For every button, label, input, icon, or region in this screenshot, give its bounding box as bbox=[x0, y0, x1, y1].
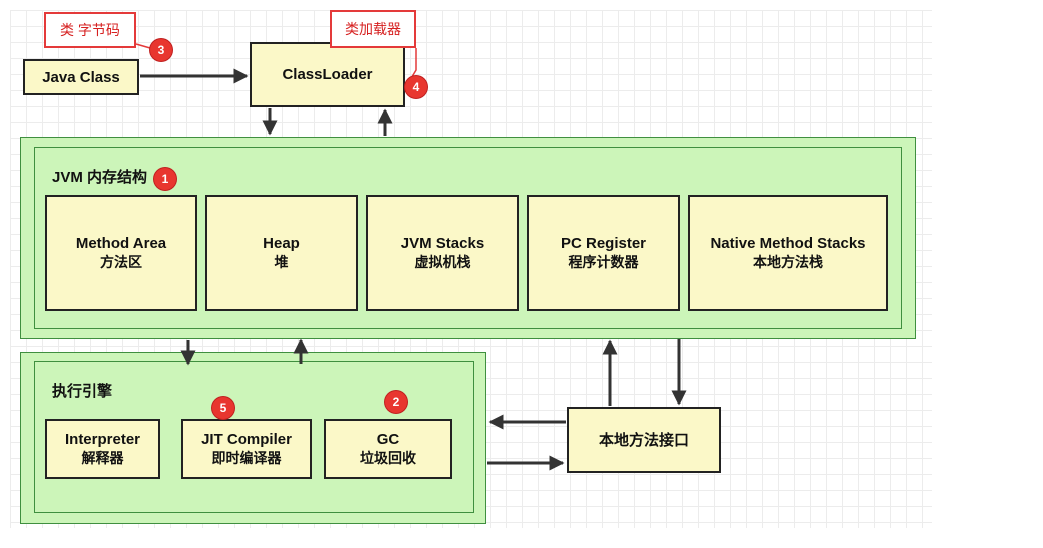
jit-compiler-sublabel: 即时编译器 bbox=[211, 450, 282, 466]
native-method-stacks-label: Native Method Stacks bbox=[710, 235, 866, 252]
method-area-sublabel: 方法区 bbox=[100, 254, 142, 270]
heap-node[interactable]: Heap 堆 bbox=[205, 195, 358, 311]
java-class-node[interactable]: Java Class bbox=[23, 59, 139, 95]
tag-bytecode-text: 类 字节码 bbox=[60, 22, 120, 38]
badge-3-text: 3 bbox=[157, 43, 165, 57]
badge-2: 2 bbox=[385, 391, 407, 413]
jvm-memory-title: JVM 内存结构 bbox=[52, 169, 148, 186]
method-area-node[interactable]: Method Area 方法区 bbox=[45, 195, 197, 311]
method-area-label: Method Area bbox=[75, 235, 167, 252]
badge-1: 1 bbox=[154, 168, 176, 190]
jit-compiler-node[interactable]: JIT Compiler 即时编译器 bbox=[181, 419, 312, 479]
pc-register-label: PC Register bbox=[560, 235, 647, 252]
jvm-stacks-label: JVM Stacks bbox=[400, 235, 485, 252]
native-method-stacks-node[interactable]: Native Method Stacks 本地方法栈 bbox=[688, 195, 888, 311]
badge-5-text: 5 bbox=[219, 401, 227, 415]
pc-register-node[interactable]: PC Register 程序计数器 bbox=[527, 195, 680, 311]
heap-label: Heap bbox=[263, 235, 300, 252]
gc-sublabel: 垃圾回收 bbox=[360, 450, 416, 466]
native-interface-node[interactable]: 本地方法接口 bbox=[567, 407, 721, 473]
classloader-node[interactable]: ClassLoader bbox=[250, 42, 405, 107]
badge-5: 5 bbox=[212, 397, 234, 419]
tag-classloader: 类加载器 bbox=[330, 10, 416, 48]
badge-4-text: 4 bbox=[412, 80, 420, 94]
heap-sublabel: 堆 bbox=[274, 254, 289, 270]
jvm-memory-inner-frame bbox=[34, 147, 902, 329]
jvm-stacks-sublabel: 虚拟机栈 bbox=[414, 254, 471, 270]
java-class-label: Java Class bbox=[42, 68, 120, 86]
execution-engine-title: 执行引擎 bbox=[52, 383, 113, 400]
native-method-stacks-sublabel: 本地方法栈 bbox=[753, 254, 823, 270]
badge-2-text: 2 bbox=[392, 395, 400, 409]
badge-1-text: 1 bbox=[161, 172, 169, 186]
tag-bytecode: 类 字节码 bbox=[44, 12, 136, 48]
gc-node[interactable]: GC 垃圾回收 bbox=[324, 419, 452, 479]
interpreter-label: Interpreter bbox=[64, 431, 141, 448]
badge-4: 4 bbox=[405, 76, 427, 98]
jit-compiler-label: JIT Compiler bbox=[201, 431, 292, 448]
execution-engine-inner-frame bbox=[34, 361, 474, 513]
tag-classloader-text: 类加载器 bbox=[345, 21, 401, 37]
jvm-stacks-node[interactable]: JVM Stacks 虚拟机栈 bbox=[366, 195, 519, 311]
pc-register-sublabel: 程序计数器 bbox=[568, 254, 639, 270]
gc-label: GC bbox=[376, 431, 400, 448]
native-interface-label: 本地方法接口 bbox=[598, 431, 689, 449]
interpreter-node[interactable]: Interpreter 解释器 bbox=[45, 419, 160, 479]
classloader-label: ClassLoader bbox=[282, 66, 373, 83]
badge-3: 3 bbox=[150, 39, 172, 61]
interpreter-sublabel: 解释器 bbox=[81, 450, 124, 466]
